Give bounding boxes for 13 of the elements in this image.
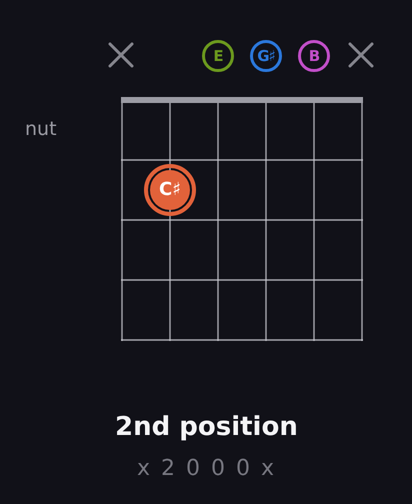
cross-icon: [348, 42, 374, 68]
note-label: E: [213, 48, 223, 64]
fingering-code: x 2 0 0 0 x: [137, 456, 276, 482]
open-string-marker: [250, 40, 282, 72]
position-caption: 2nd position: [115, 413, 298, 443]
nut-label: nut: [25, 119, 57, 141]
note-label: C♯: [159, 181, 181, 199]
note-label: B: [308, 48, 320, 64]
open-string-marker: [202, 40, 234, 72]
finger-dot: [144, 164, 196, 216]
cross-icon: [108, 42, 134, 68]
open-string-marker: [298, 40, 330, 72]
note-label: G♯: [257, 48, 275, 64]
